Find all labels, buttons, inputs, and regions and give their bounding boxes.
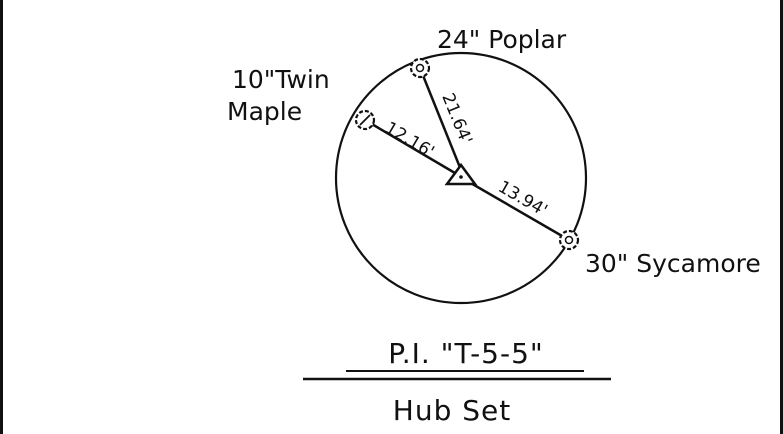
tree-symbol-icon	[558, 229, 580, 251]
tree-symbol-icon	[354, 109, 376, 131]
tie-line-sycamore	[461, 176, 570, 242]
tree-symbol-icon	[409, 57, 431, 79]
left-frame-border	[0, 0, 3, 434]
twin-maple-label-line2: Maple	[227, 97, 302, 126]
tie-line-maple	[364, 118, 461, 178]
tie-line-poplar	[418, 67, 463, 171]
distance-maple: 12.16'	[381, 118, 437, 162]
point-id-title: P.I. "T-5-5"	[388, 337, 544, 370]
reference-circle	[334, 51, 588, 305]
hub-triangle-icon	[444, 162, 478, 186]
poplar-label: 24" Poplar	[437, 25, 567, 54]
sycamore-label: 30" Sycamore	[585, 249, 761, 278]
distance-poplar: 21.64'	[437, 90, 476, 147]
hub-set-caption: Hub Set	[393, 394, 511, 427]
right-frame-border	[780, 0, 783, 434]
twin-maple-label-line1: 10"Twin	[232, 65, 330, 94]
